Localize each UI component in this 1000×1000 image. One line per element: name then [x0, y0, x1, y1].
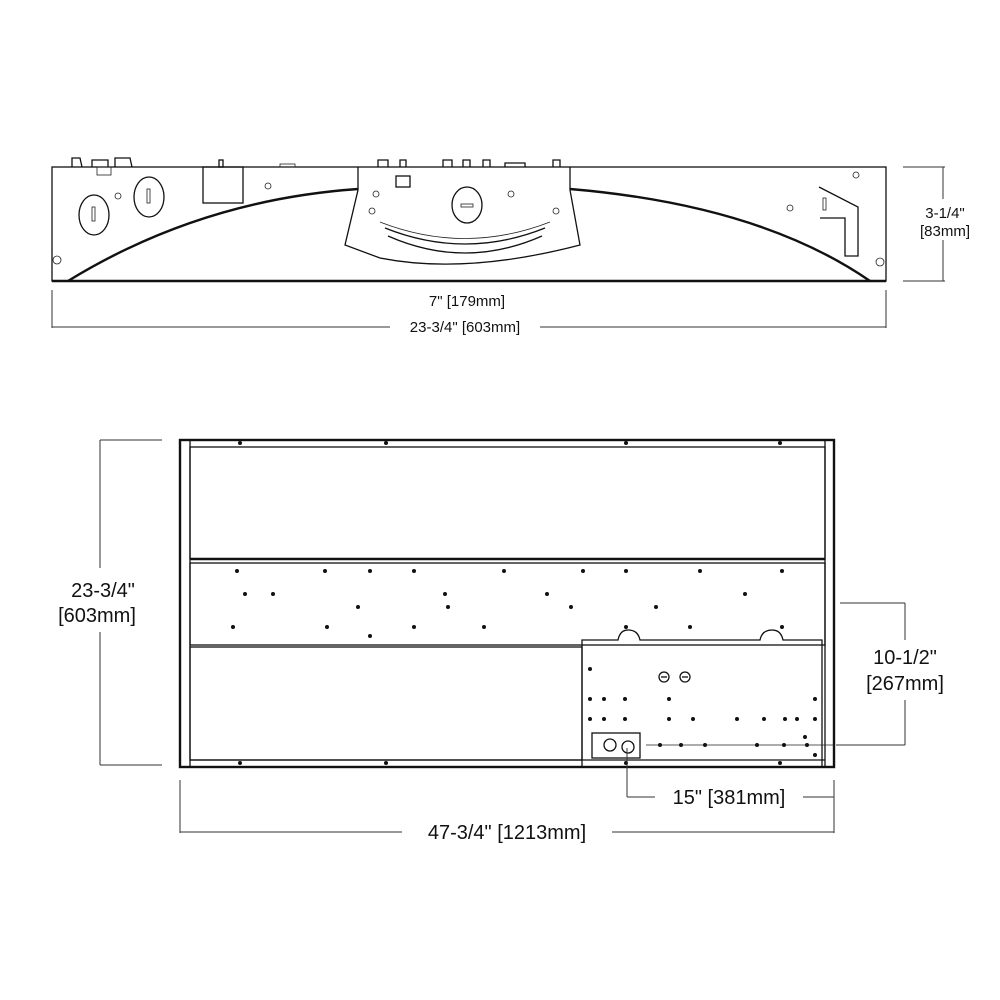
mounting-hole	[755, 743, 759, 747]
side-overall-width-label: 23-3/4" [603mm]	[410, 319, 520, 336]
mounting-holes	[231, 441, 817, 765]
mounting-hole	[588, 667, 592, 671]
mounting-hole	[356, 605, 360, 609]
mounting-hole	[602, 717, 606, 721]
mounting-hole	[667, 717, 671, 721]
mounting-hole	[688, 625, 692, 629]
mounting-hole	[813, 697, 817, 701]
fixture-frame	[178, 438, 836, 769]
box-offset-label: 15" [381mm]	[673, 787, 786, 809]
mounting-hole	[545, 592, 549, 596]
mounting-hole	[569, 605, 573, 609]
mounting-hole	[384, 761, 388, 765]
mounting-hole	[654, 605, 658, 609]
side-right-components	[52, 171, 885, 267]
mounting-hole	[602, 697, 606, 701]
overall-length-label: 47-3/4" [1213mm]	[428, 822, 586, 844]
mounting-hole	[238, 441, 242, 445]
upper-lens-panel	[189, 446, 826, 560]
top-height-label-2: [603mm]	[58, 605, 136, 627]
mounting-hole	[743, 592, 747, 596]
mounting-hole	[581, 569, 585, 573]
mounting-hole	[691, 717, 695, 721]
mounting-hole	[624, 625, 628, 629]
mounting-hole	[780, 625, 784, 629]
mounting-hole	[782, 743, 786, 747]
mounting-hole	[679, 743, 683, 747]
side-right-lens-arc	[569, 187, 871, 282]
side-inner-width-label: 7" [179mm]	[429, 293, 505, 310]
mounting-hole	[623, 697, 627, 701]
mounting-hole	[805, 743, 809, 747]
mounting-hole	[412, 569, 416, 573]
mounting-hole	[658, 743, 662, 747]
mounting-hole	[271, 592, 275, 596]
side-view: 7" [179mm] 23-3/4" [603mm] 3-1/4" [83mm]	[51, 157, 970, 336]
top-view: 23-3/4" [603mm] 10-1/2" [267mm] 15" [381…	[58, 438, 944, 844]
power-connector	[591, 732, 641, 759]
mounting-hole	[762, 717, 766, 721]
mounting-hole	[623, 717, 627, 721]
top-dimensions	[99, 439, 906, 833]
mounting-hole	[624, 569, 628, 573]
mounting-hole	[368, 569, 372, 573]
side-left-lens-arc	[67, 187, 359, 283]
center-gear-tray	[189, 562, 826, 646]
mounting-hole	[813, 717, 817, 721]
mounting-hole	[783, 717, 787, 721]
mounting-hole	[323, 569, 327, 573]
mounting-hole	[235, 569, 239, 573]
knockout-icons	[658, 671, 691, 683]
mounting-hole	[735, 717, 739, 721]
mounting-hole	[443, 592, 447, 596]
box-height-label-1: 10-1/2"	[873, 647, 937, 669]
junction-box	[202, 166, 244, 204]
side-left-components	[71, 157, 561, 236]
driver-box	[581, 629, 823, 767]
mounting-hole	[502, 569, 506, 573]
mounting-hole	[412, 625, 416, 629]
side-dimensions	[51, 166, 945, 328]
mounting-hole	[698, 569, 702, 573]
center-mounting-bracket	[344, 167, 581, 265]
mounting-hole	[446, 605, 450, 609]
mounting-hole	[780, 569, 784, 573]
mounting-hole	[325, 625, 329, 629]
mounting-hole	[624, 441, 628, 445]
mounting-hole	[231, 625, 235, 629]
mounting-hole	[368, 634, 372, 638]
side-height-label-1: 3-1/4"	[925, 205, 965, 222]
mounting-hole	[778, 441, 782, 445]
side-height-label-2: [83mm]	[920, 223, 970, 240]
mounting-hole	[703, 743, 707, 747]
mounting-hole	[667, 697, 671, 701]
mounting-hole	[778, 761, 782, 765]
lower-lens-panel	[189, 646, 583, 761]
mounting-hole	[238, 761, 242, 765]
mounting-hole	[803, 735, 807, 739]
box-height-label-2: [267mm]	[866, 673, 944, 695]
mounting-hole	[588, 717, 592, 721]
mounting-hole	[588, 697, 592, 701]
mounting-hole	[384, 441, 388, 445]
top-height-label-1: 23-3/4"	[71, 580, 135, 602]
mounting-hole	[482, 625, 486, 629]
mounting-hole	[243, 592, 247, 596]
mounting-hole	[813, 753, 817, 757]
mounting-hole	[795, 717, 799, 721]
